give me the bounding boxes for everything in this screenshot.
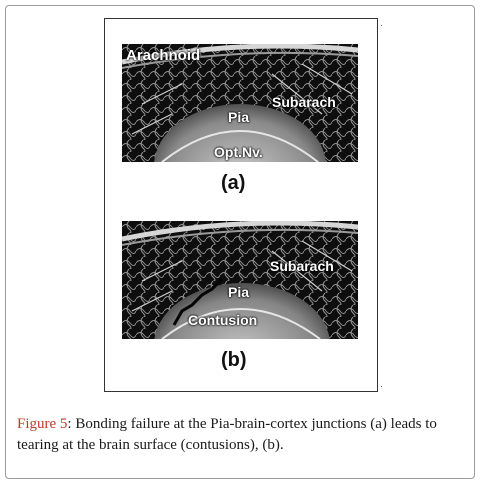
figure-caption-text: : Bonding failure at the Pia-brain-corte… [17,416,437,453]
figure-caption-label: Figure 5 [17,416,68,432]
micrograph-a-image [122,44,358,162]
micrograph-panel-a: Arachnoid Subarach Pia Opt.Nv. [122,44,358,162]
figure-caption: Figure 5: Bonding failure at the Pia-bra… [17,414,469,456]
panel-letter-b: (b) [221,349,247,371]
micrograph-panel-b: Subarach Pia Contusion [122,221,358,339]
label-pia-b: Pia [228,284,250,300]
micrograph-b-image [122,221,358,339]
label-subarach-b: Subarach [270,258,334,274]
label-arachnoid: Arachnoid [126,47,201,64]
label-contusion: Contusion [188,312,258,328]
label-subarach-a: Subarach [272,94,336,110]
tick-mark-top: · [380,21,383,30]
label-opt-nv: Opt.Nv. [214,144,263,160]
panel-letter-a: (a) [221,172,246,194]
label-pia-a: Pia [228,109,250,125]
tick-mark-bottom: · [380,382,383,391]
